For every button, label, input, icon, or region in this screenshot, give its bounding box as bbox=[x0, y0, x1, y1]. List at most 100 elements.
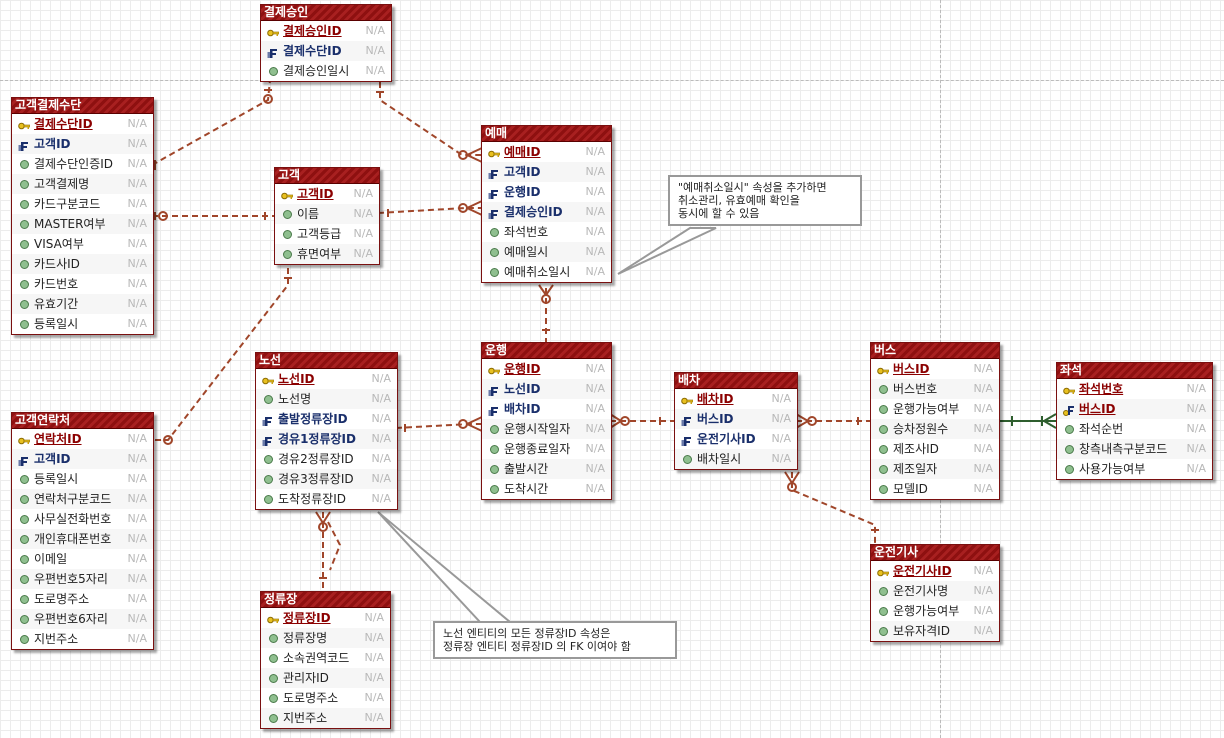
attribute-dot-icon bbox=[262, 393, 274, 405]
note-cancel-datetime[interactable]: "예매취소일시" 속성을 추가하면 취소관리, 유효예매 확인을 동시에 할 수… bbox=[668, 175, 862, 226]
attribute-name: 운전기사ID bbox=[893, 564, 952, 578]
note-route-stop-fk[interactable]: 노선 엔티티의 모든 정류장ID 속성은 정류장 엔티티 정류장ID 의 FK … bbox=[433, 621, 677, 659]
attribute-datatype: N/A bbox=[364, 711, 384, 724]
attribute-dot-icon bbox=[18, 318, 30, 330]
attribute-name: 고객등급 bbox=[297, 227, 342, 241]
attribute-dot-icon bbox=[877, 443, 889, 455]
attribute-datatype: N/A bbox=[364, 671, 384, 684]
attribute-name: 경유3정류장ID bbox=[278, 472, 354, 486]
attribute-datatype: N/A bbox=[585, 422, 605, 435]
